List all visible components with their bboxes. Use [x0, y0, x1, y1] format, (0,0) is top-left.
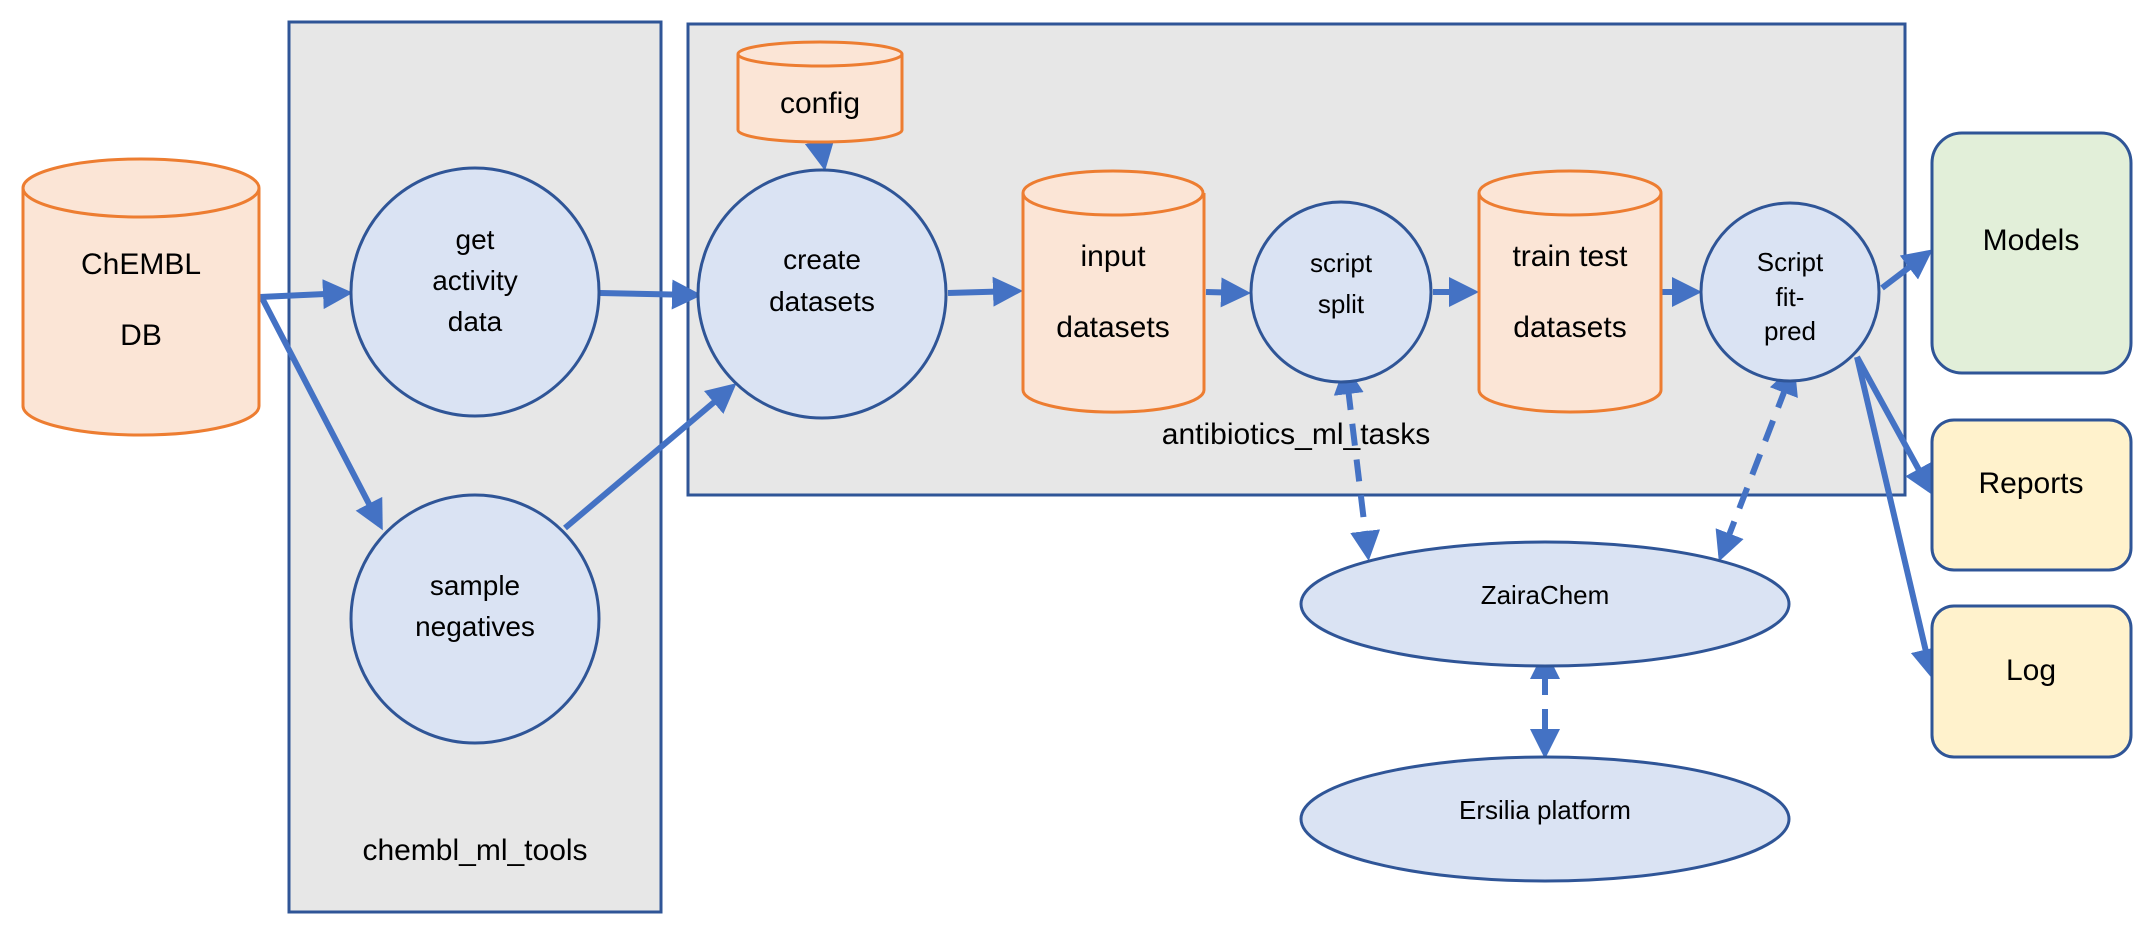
script-fit-pred-process: Script fit- pred — [1699, 201, 1881, 383]
script-fit-pred-line-1: Script — [1757, 247, 1824, 277]
chembl-db-line-2: DB — [120, 319, 162, 352]
models-label: Models — [1983, 224, 2080, 257]
script-fit-pred-line-2: fit- — [1776, 282, 1805, 312]
models-output: Models — [1930, 131, 2133, 375]
chembl-db-line-1: ChEMBL — [81, 248, 201, 281]
arrow-fitpred-to-log — [1854, 356, 1941, 679]
get-activity-data-process: get activity data — [349, 166, 601, 418]
script-fit-pred-line-3: pred — [1764, 316, 1816, 346]
input-datasets-line-2: datasets — [1056, 311, 1169, 344]
antibiotics-ml-tasks-label: antibiotics_ml_tasks — [1162, 418, 1430, 451]
ersilia-platform: Ersilia platform — [1299, 755, 1791, 883]
arrow-split-zairachem — [1333, 364, 1381, 561]
chembl-ml-tools-label: chembl_ml_tools — [362, 834, 587, 867]
ersilia-label: Ersilia platform — [1459, 795, 1631, 825]
arrow-input-to-split — [1205, 277, 1251, 308]
reports-label: Reports — [1978, 467, 2083, 500]
arrow-fitpred-to-reports — [1854, 355, 1933, 496]
create-datasets-line-1: create — [783, 244, 861, 275]
script-split-process: script split — [1249, 200, 1433, 384]
sample-negatives-line-2: negatives — [415, 611, 535, 642]
dashed-arrows — [1333, 364, 1798, 759]
chembl-db-store: ChEMBL DB — [21, 157, 261, 437]
log-label: Log — [2006, 654, 2056, 687]
log-output: Log — [1930, 604, 2133, 759]
zairachem-platform: ZairaChem — [1299, 540, 1791, 668]
config-label: config — [780, 87, 860, 120]
arrow-chembl-to-get-activity — [259, 279, 353, 310]
create-datasets-process: create datasets — [696, 168, 948, 420]
reports-output: Reports — [1930, 418, 2133, 572]
script-split-line-1: script — [1310, 248, 1373, 278]
get-activity-data-line-3: data — [448, 306, 503, 337]
sample-negatives-line-1: sample — [430, 570, 520, 601]
config-store: config — [736, 40, 904, 144]
arrow-fitpred-to-models — [1880, 249, 1933, 291]
flow-arrows — [259, 138, 1941, 679]
arrow-config-to-create — [804, 138, 835, 171]
chembl-ml-tools-container: chembl_ml_tools — [287, 20, 663, 914]
zairachem-label: ZairaChem — [1481, 580, 1610, 610]
arrow-get-activity-to-create — [599, 279, 702, 310]
script-split-line-2: split — [1318, 289, 1365, 319]
arrow-sample-negatives-to-create — [563, 383, 737, 531]
get-activity-data-line-1: get — [456, 224, 495, 255]
sample-negatives-process: sample negatives — [349, 493, 601, 745]
input-datasets-line-1: input — [1080, 240, 1146, 273]
arrow-chembl-to-sample-negatives — [259, 296, 383, 531]
arrow-create-to-input — [947, 276, 1023, 307]
get-activity-data-line-2: activity — [432, 265, 518, 296]
train-test-datasets-store: train test datasets — [1477, 169, 1663, 414]
train-test-datasets-line-1: train test — [1512, 240, 1628, 273]
arrow-fitpred-zairachem — [1715, 364, 1798, 562]
create-datasets-line-2: datasets — [769, 286, 875, 317]
train-test-datasets-line-2: datasets — [1513, 311, 1626, 344]
input-datasets-store: input datasets — [1021, 169, 1206, 414]
